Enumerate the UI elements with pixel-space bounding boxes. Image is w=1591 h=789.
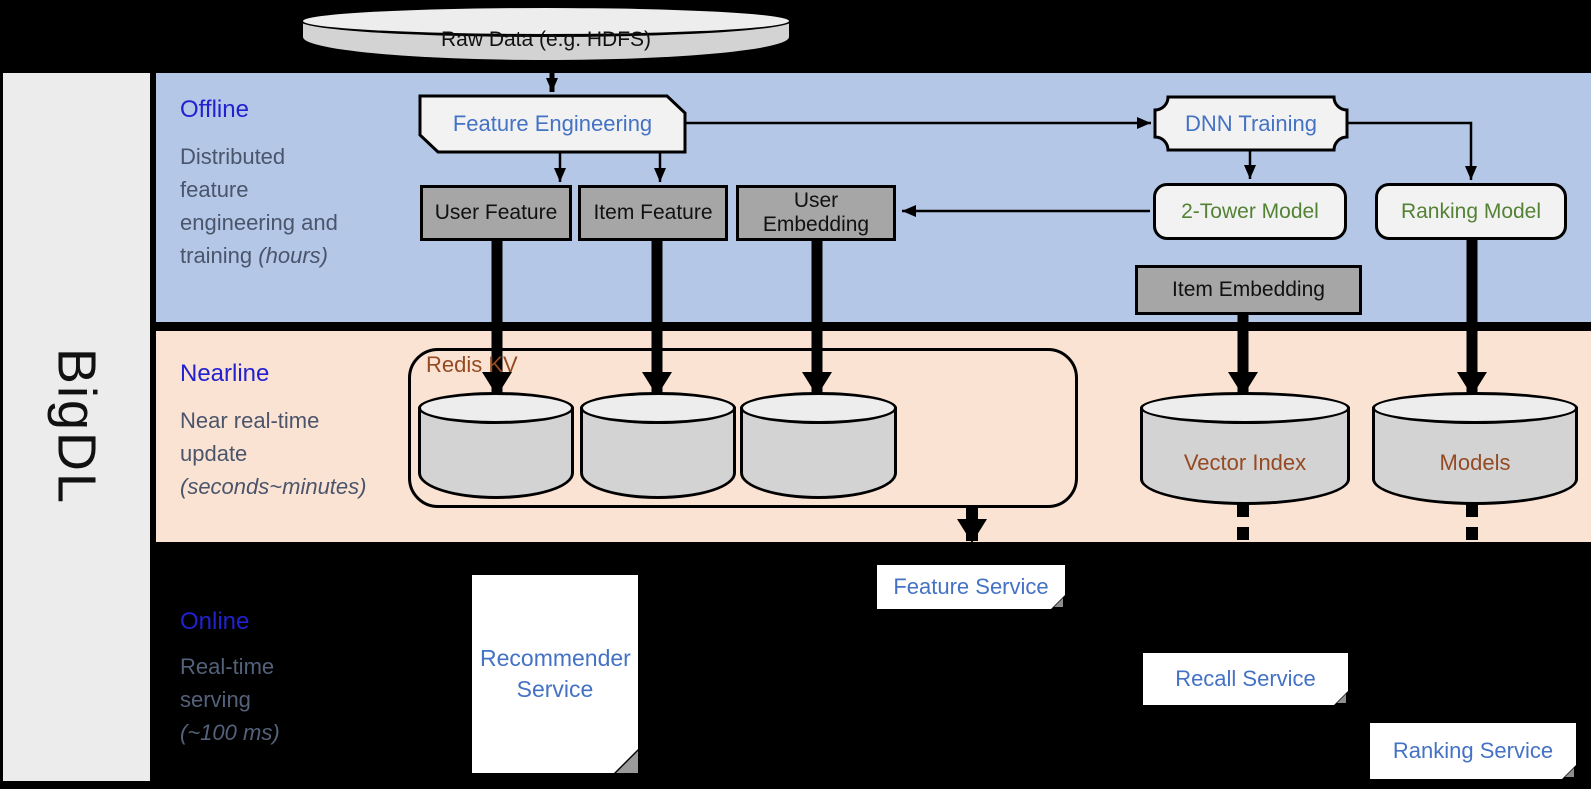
feature-service-label: Feature Service [893, 574, 1049, 599]
offline-desc-main: Distributed feature engineering and trai… [180, 144, 338, 268]
user-feature-label: User Feature [434, 201, 558, 224]
redis-cylinder-1 [418, 392, 574, 499]
node-user-embedding: User Embedding [736, 185, 896, 241]
models-cylinder-top [1372, 392, 1578, 424]
vector-index-cylinder-top [1140, 392, 1350, 424]
redis-kv-label: Redis KV [426, 352, 518, 377]
models-cylinder: Models [1372, 392, 1578, 505]
online-title: Online [180, 608, 250, 635]
recommender-service-label: Recommender Service [480, 645, 631, 702]
redis-cylinder-3 [740, 392, 897, 499]
feature-engineering-label: Feature Engineering [452, 111, 653, 136]
vector-index-cylinder: Vector Index [1140, 392, 1350, 505]
nearline-title: Nearline [180, 360, 270, 387]
redis-cylinder-1-top [418, 392, 574, 424]
redis-cylinder-2 [580, 392, 736, 499]
offline-title: Offline [180, 96, 249, 123]
node-item-feature: Item Feature [578, 185, 728, 241]
node-ranking-model: Ranking Model [1375, 183, 1567, 240]
offline-desc: Distributed feature engineering and trai… [180, 140, 358, 272]
recall-service-box: Recall Service [1143, 653, 1348, 705]
dnn-training-label: DNN Training [1184, 110, 1318, 136]
redis-cylinder-3-top [740, 392, 897, 424]
online-desc-main: Real-time serving [180, 654, 275, 712]
bigdl-brand-label: BigDL [46, 348, 107, 506]
item-feature-label: Item Feature [593, 201, 713, 224]
models-label: Models [1439, 449, 1511, 475]
redis-cylinder-2-top [580, 392, 736, 424]
node-two-tower-model: 2-Tower Model [1153, 183, 1347, 240]
online-desc: Real-time serving (~100 ms) [180, 650, 305, 749]
ranking-model-label: Ranking Model [1400, 199, 1542, 223]
feature-service-box: Feature Service [877, 565, 1065, 609]
raw-data-label: Raw Data (e.g. HDFS) [440, 28, 652, 51]
ranking-service-label: Ranking Service [1392, 738, 1554, 763]
nearline-desc-main: Near real-time update [180, 408, 320, 466]
user-embedding-label: User Embedding [762, 189, 870, 236]
nearline-desc-italic: (seconds~minutes) [180, 474, 367, 499]
redis-kv-container [408, 348, 1078, 508]
raw-data-cylinder: Raw Data (e.g. HDFS) [300, 5, 792, 63]
item-embedding-label: Item Embedding [1172, 278, 1325, 301]
recall-service-label: Recall Service [1175, 666, 1316, 691]
nearline-desc: Near real-time update (seconds~minutes) [180, 404, 385, 503]
vector-index-label: Vector Index [1183, 449, 1307, 475]
bigdl-sidebar: BigDL [3, 73, 150, 781]
offline-desc-italic: (hours) [258, 243, 328, 268]
node-user-feature: User Feature [420, 185, 572, 241]
raw-data-cylinder-top [300, 5, 792, 37]
two-tower-model-label: 2-Tower Model [1181, 199, 1319, 223]
online-desc-italic: (~100 ms) [180, 720, 280, 745]
recommender-service-doc: Recommender Service [470, 573, 641, 776]
ranking-service-box: Ranking Service [1370, 723, 1576, 779]
node-item-embedding: Item Embedding [1135, 265, 1362, 315]
